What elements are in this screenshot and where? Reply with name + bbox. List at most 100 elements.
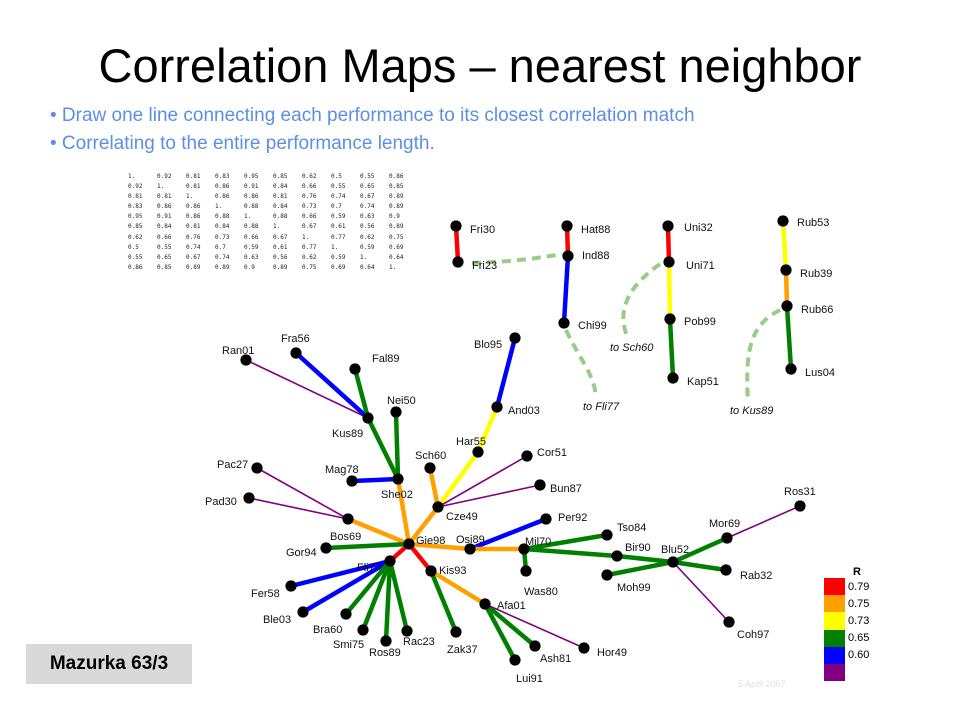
node-label-lui91: Lui91 <box>516 673 543 685</box>
edge-sch60-cze49 <box>427 465 441 510</box>
matrix-cell: 0.74 <box>186 243 201 251</box>
matrix-cell: 0.62 <box>302 173 317 180</box>
node-blo95 <box>509 332 521 344</box>
matrix-cell: 0.75 <box>389 233 404 241</box>
matrix-cell: 0.81 <box>186 183 201 191</box>
node-label-bra60: Bra60 <box>313 624 342 636</box>
dashed-link-label: to Fli77 <box>583 401 620 413</box>
edge-fli77-bra60 <box>343 558 393 617</box>
edge-blu52-rab32 <box>670 559 729 573</box>
edge-afa01-ash81 <box>482 601 538 649</box>
node-label-and03: And03 <box>508 405 540 417</box>
node-coh97 <box>723 616 735 628</box>
node-bos69 <box>342 513 354 525</box>
edge-per92-osi89 <box>467 516 549 552</box>
node-sch60 <box>424 462 436 474</box>
matrix-cell: 0.92 <box>128 183 143 191</box>
matrix-cell: 0.86 <box>244 193 259 201</box>
legend-value: 0.79 <box>848 580 870 593</box>
legend-item: 0.75 <box>824 595 869 613</box>
matrix-cell: 0.55 <box>360 173 375 180</box>
matrix-cell: 0.56 <box>273 253 288 261</box>
edge-rub66-lus04 <box>784 303 794 372</box>
matrix-cell: 1. <box>157 183 165 191</box>
matrix-cell: 0.55 <box>157 243 172 251</box>
matrix-cell: 0.89 <box>389 203 404 211</box>
matrix-cell: 0.64 <box>360 263 375 271</box>
matrix-cell: 0.59 <box>244 243 259 251</box>
node-was80 <box>520 565 532 577</box>
matrix-cell: 0.73 <box>302 203 317 211</box>
matrix-cell: 0.83 <box>215 173 230 180</box>
node-label-osi89: Osi89 <box>456 534 485 546</box>
node-lui91 <box>509 654 521 666</box>
node-label-fal89: Fal89 <box>372 353 400 365</box>
matrix-cell: 0.65 <box>360 183 375 191</box>
matrix-cell: 1. <box>360 253 368 261</box>
node-label-rub53: Rub53 <box>797 217 829 229</box>
matrix-cell: 0.61 <box>273 243 288 251</box>
node-label-was80: Was80 <box>524 586 558 598</box>
matrix-cell: 0.66 <box>157 233 172 241</box>
node-label-rac23: Rac23 <box>403 636 435 648</box>
node-label-ind88: Ind88 <box>582 250 610 262</box>
piece-label: Mazurka 63/3 <box>26 644 192 684</box>
node-kus89 <box>362 412 374 424</box>
matrix-cell: 1. <box>302 233 310 241</box>
node-label-ash81: Ash81 <box>540 653 571 665</box>
node-label-bos69: Bos69 <box>330 531 361 543</box>
matrix-cell: 0.9 <box>389 213 400 221</box>
node-afa01 <box>479 598 491 610</box>
node-cor51 <box>521 450 533 462</box>
edge-har55-cze49 <box>435 449 481 510</box>
edge-rub39-rub66 <box>783 267 790 309</box>
matrix-cell: 1. <box>244 213 252 221</box>
legend-title: R <box>853 566 861 578</box>
edge-bir90-blu52 <box>614 553 676 565</box>
matrix-cell: 0.59 <box>360 243 375 251</box>
matrix-cell: 0.74 <box>331 193 346 201</box>
matrix-cell: 0.66 <box>244 233 259 241</box>
node-rub66 <box>781 300 793 312</box>
edge-gie98-kis93 <box>406 541 434 574</box>
matrix-cell: 0.76 <box>302 193 317 201</box>
matrix-cell: 0.83 <box>128 203 143 211</box>
node-ran01 <box>240 354 252 366</box>
matrix-cell: 0.62 <box>302 253 317 261</box>
node-label-uni71: Uni71 <box>686 260 715 272</box>
matrix-cell: 0.67 <box>302 223 317 231</box>
node-label-bir90: Bir90 <box>625 542 651 554</box>
matrix-cell: 0.75 <box>302 263 317 271</box>
legend-item: 0.60 <box>824 646 869 664</box>
matrix-cell: 0.84 <box>273 183 288 191</box>
edge-fli77-ble03 <box>300 558 393 615</box>
matrix-cell: 0.95 <box>244 173 259 180</box>
matrix-cell: 0.59 <box>331 253 346 261</box>
matrix-cell: 0.91 <box>244 183 259 191</box>
node-pob99 <box>664 313 676 325</box>
node-bir90 <box>611 550 623 562</box>
node-layer <box>240 215 806 666</box>
matrix-cell: 0.7 <box>215 243 226 251</box>
node-label-moh99: Moh99 <box>617 582 651 594</box>
matrix-cell: 0.89 <box>389 223 404 231</box>
legend-item: 0.79 <box>824 578 870 596</box>
node-label-rub39: Rub39 <box>800 268 832 280</box>
node-tso84 <box>601 529 613 541</box>
dashed-link-label: to Sch60 <box>610 342 654 354</box>
node-osi89 <box>464 543 476 555</box>
node-hat88 <box>561 220 573 232</box>
node-label-chi99: Chi99 <box>578 320 607 332</box>
node-bun87 <box>534 479 546 491</box>
node-label-sch60: Sch60 <box>415 450 446 462</box>
node-label-har55: Har55 <box>456 436 486 448</box>
matrix-cell: 0.89 <box>186 263 201 271</box>
matrix-cell: 0.89 <box>215 263 230 271</box>
node-label-mag78: Mag78 <box>325 464 359 476</box>
node-label-kap51: Kap51 <box>687 376 719 388</box>
